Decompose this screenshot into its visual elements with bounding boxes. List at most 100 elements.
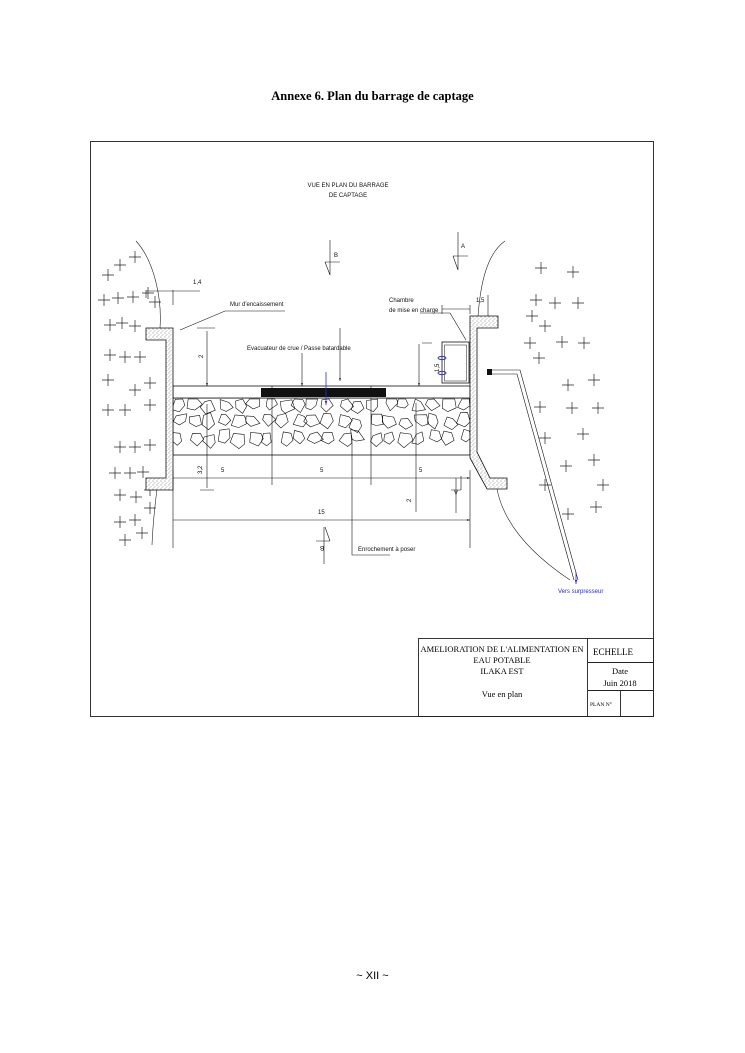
spillway-label: Evacuateur de crue / Passe batardable <box>247 346 351 352</box>
terrain-cross <box>597 479 609 491</box>
riprap-stone <box>305 398 318 411</box>
date-value: Juin 2018 <box>603 678 636 688</box>
terrain-cross <box>98 294 110 306</box>
riprap-stone <box>274 413 289 429</box>
riprap-stone <box>350 429 365 442</box>
riprap-stone <box>457 398 471 411</box>
riprap-stone <box>442 398 457 413</box>
valve-icon <box>437 355 447 376</box>
riprap-stone <box>460 429 473 443</box>
dim-downstream-depth: 2 <box>407 498 413 502</box>
spillway-gate <box>261 388 386 397</box>
page-number: ~ XII ~ <box>356 970 389 982</box>
to-booster-label: Vers surpresseur <box>558 589 603 595</box>
terrain-cross <box>144 377 156 389</box>
terrain-cross <box>535 262 547 274</box>
terrain-cross <box>104 349 116 361</box>
terrain-cross <box>129 320 141 332</box>
riprap-stone <box>320 398 334 413</box>
riprap-stone <box>397 432 414 449</box>
plan-number-label: PLAN N° <box>590 701 612 708</box>
terrain-cross <box>114 259 126 271</box>
right-wall <box>469 315 508 490</box>
riprap-stone <box>429 429 442 443</box>
right-bank-curve <box>477 240 506 317</box>
riprap-stone <box>290 398 306 414</box>
riprap-stone <box>217 428 231 444</box>
riprap-stone <box>441 430 455 446</box>
riprap-stone <box>230 414 248 428</box>
project-line3: ILAKA EST <box>480 666 524 676</box>
terrain-cross <box>590 501 602 513</box>
terrain-cross <box>129 384 141 396</box>
terrain-cross <box>533 352 545 364</box>
terrain-cross <box>577 428 589 440</box>
section-label-b-bottom: B <box>320 544 324 550</box>
left-bank-curve-lower <box>151 488 158 546</box>
riprap-stone <box>385 398 399 412</box>
riprap-stone <box>190 433 204 447</box>
terrain-cross <box>588 454 600 466</box>
riprap-stone <box>245 398 261 410</box>
riprap-stone <box>292 413 308 428</box>
riprap-stone <box>219 399 234 412</box>
section-label-b-top: B <box>334 253 338 259</box>
riprap-stone <box>306 431 324 444</box>
terrain-cross <box>129 251 141 263</box>
terrain-cross <box>119 404 131 416</box>
riprap-stone <box>425 398 441 411</box>
terrain-cross <box>136 527 148 539</box>
section-mark-b-bottom <box>316 526 331 564</box>
terrain-cross <box>562 379 574 391</box>
riprap-stone <box>338 414 353 429</box>
riprap-stone <box>370 432 383 448</box>
project-line2: EAU POTABLE <box>473 655 530 665</box>
riprap-stone <box>279 399 296 414</box>
terrain-cross <box>144 399 156 411</box>
dim-span-3: 5 <box>419 468 423 474</box>
riprap-stone <box>350 400 365 414</box>
riprap-stone <box>398 418 414 430</box>
riprap-stone <box>303 414 321 428</box>
riprap-stone <box>366 398 378 412</box>
terrain-cross <box>524 337 536 349</box>
riprap-stone <box>320 431 335 445</box>
terrain-cross <box>539 320 551 332</box>
terrain-cross <box>134 351 146 363</box>
chamber-label-1: Chambre <box>389 298 414 304</box>
terrain-cross <box>566 402 578 414</box>
scale-label: ECHELLE <box>593 647 633 657</box>
view-title-line1: VUE EN PLAN DU BARRAGE <box>307 183 388 189</box>
riprap-stone <box>262 414 277 427</box>
terrain-cross <box>102 404 114 416</box>
riprap-stone <box>245 415 261 427</box>
document-title: Annexe 6. Plan du barrage de captage <box>271 89 474 103</box>
dim-upstream-depth: 2 <box>199 354 205 358</box>
right-bank-curve-lower <box>496 488 571 581</box>
riprap-stone <box>189 414 202 428</box>
date-label: Date <box>612 666 628 676</box>
riprap-stone <box>443 416 459 431</box>
view-name: Vue en plan <box>482 689 523 699</box>
terrain-cross <box>114 516 126 528</box>
terrain-cross <box>578 337 590 349</box>
riprap-stone <box>456 412 471 428</box>
terrain-cross <box>549 297 561 309</box>
riprap-stone <box>413 414 430 427</box>
section-mark-a-top <box>452 232 468 271</box>
terrain-cross <box>562 508 574 520</box>
terrain-cross <box>526 310 538 322</box>
terrain-cross <box>567 266 579 278</box>
terrain-cross <box>144 439 156 451</box>
riprap-stone <box>280 431 294 447</box>
riprap-stone <box>292 430 306 445</box>
terrain-cross <box>137 466 149 478</box>
riprap-stone <box>249 431 264 447</box>
terrain-cross <box>130 491 142 503</box>
terrain-cross <box>144 502 156 514</box>
riprap-stone <box>202 434 216 449</box>
terrain-cross <box>129 441 141 453</box>
section-mark-b-top <box>324 240 340 276</box>
riprap-stone <box>370 413 384 426</box>
